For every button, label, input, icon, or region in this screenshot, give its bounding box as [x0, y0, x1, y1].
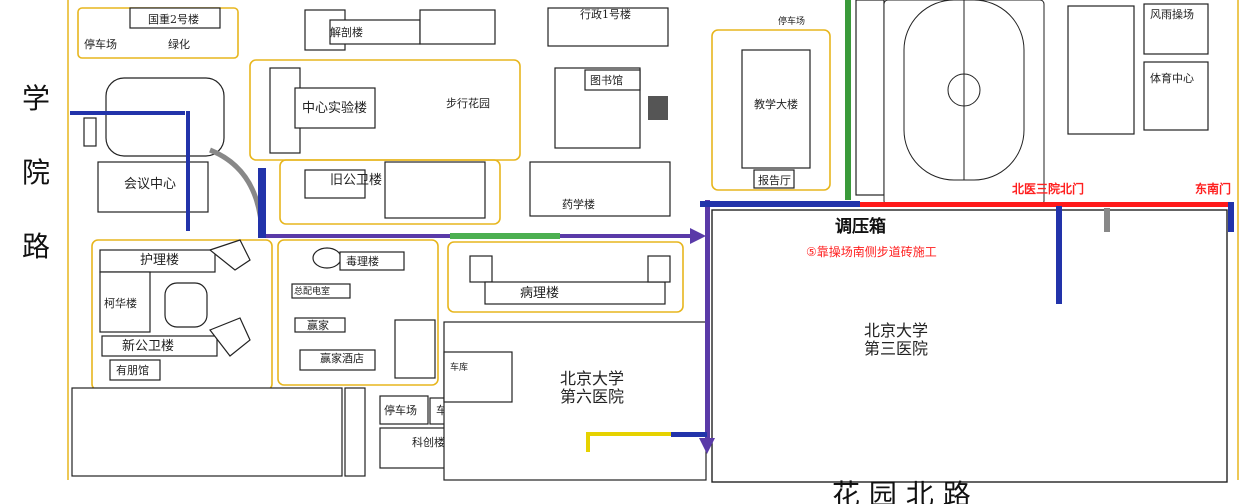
hospital3-line2: 第三医院	[864, 339, 928, 358]
jiaoxue-label: 教学大楼	[754, 97, 798, 111]
jiepou-label: 解剖楼	[330, 25, 363, 39]
road-west-3: 路	[22, 230, 50, 263]
zhongxin-label: 中心实验楼	[302, 100, 367, 116]
route-segment	[186, 111, 190, 231]
xingzheng1-label: 行政1号楼	[580, 7, 631, 21]
fengyu-label: 风雨操场	[1150, 7, 1194, 21]
hospital6-line2: 第六医院	[560, 387, 624, 406]
route-segment	[1228, 202, 1234, 232]
gate-north-label: 北医三院北门	[1012, 181, 1084, 196]
route-segment	[70, 111, 185, 115]
parking-nw-label: 停车场	[84, 37, 117, 51]
tiyu-label: 体育中心	[1150, 71, 1194, 85]
yingjia-label: 赢家	[307, 318, 329, 332]
lvhua-label: 绿化	[168, 37, 190, 51]
jiugongwei-label: 旧公卫楼	[330, 173, 382, 188]
hospital6-line1: 北京大学	[560, 369, 624, 388]
parking-s-label: 停车场	[384, 403, 417, 417]
yingjia-hotel-label: 赢家酒店	[320, 351, 364, 365]
hospital3-line1: 北京大学	[864, 321, 928, 340]
route-segment	[671, 432, 707, 437]
route-segment	[258, 168, 266, 238]
road-west-2: 院	[22, 156, 50, 189]
road-south: 花 园 北 路	[832, 478, 971, 504]
huli-label: 护理楼	[140, 253, 179, 268]
route-segment	[705, 200, 710, 444]
xingongwei-label: 新公卫楼	[122, 338, 174, 354]
bingli-label: 病理楼	[520, 286, 559, 301]
tushuguan-label: 图书馆	[590, 73, 623, 87]
route-segment	[1104, 208, 1110, 232]
notice-work: ⑤靠操场南侧步道砖施工	[806, 244, 937, 259]
route-segment	[586, 432, 671, 436]
route-segment	[700, 201, 860, 207]
route-arrow	[699, 438, 715, 454]
route-segment	[1056, 206, 1062, 304]
cheku-label: 车库	[450, 361, 468, 373]
kechuang-label: 科创楼	[412, 435, 445, 449]
buxing-label: 步行花园	[446, 97, 490, 110]
parking-ne-label: 停车场	[778, 15, 805, 27]
notice-title: 调压箱	[835, 216, 886, 237]
duli-label: 毒理楼	[346, 254, 379, 268]
huiyi-label: 会议中心	[124, 177, 176, 192]
guozhong2-label: 国重2号楼	[148, 12, 199, 26]
kehua-label: 柯华楼	[104, 296, 137, 310]
yaoxue-label: 药学楼	[562, 197, 595, 211]
youpeng-label: 有朋馆	[116, 363, 149, 377]
gate-east-label: 东南门	[1195, 181, 1231, 196]
red-route	[860, 202, 1228, 207]
zongpeidian-label: 总配电室	[294, 285, 330, 297]
road-west-1: 学	[22, 82, 50, 115]
baogaoting-label: 报告厅	[758, 173, 791, 187]
route-segment	[586, 432, 590, 452]
route-arrow	[690, 228, 706, 244]
route-segment	[450, 233, 560, 239]
